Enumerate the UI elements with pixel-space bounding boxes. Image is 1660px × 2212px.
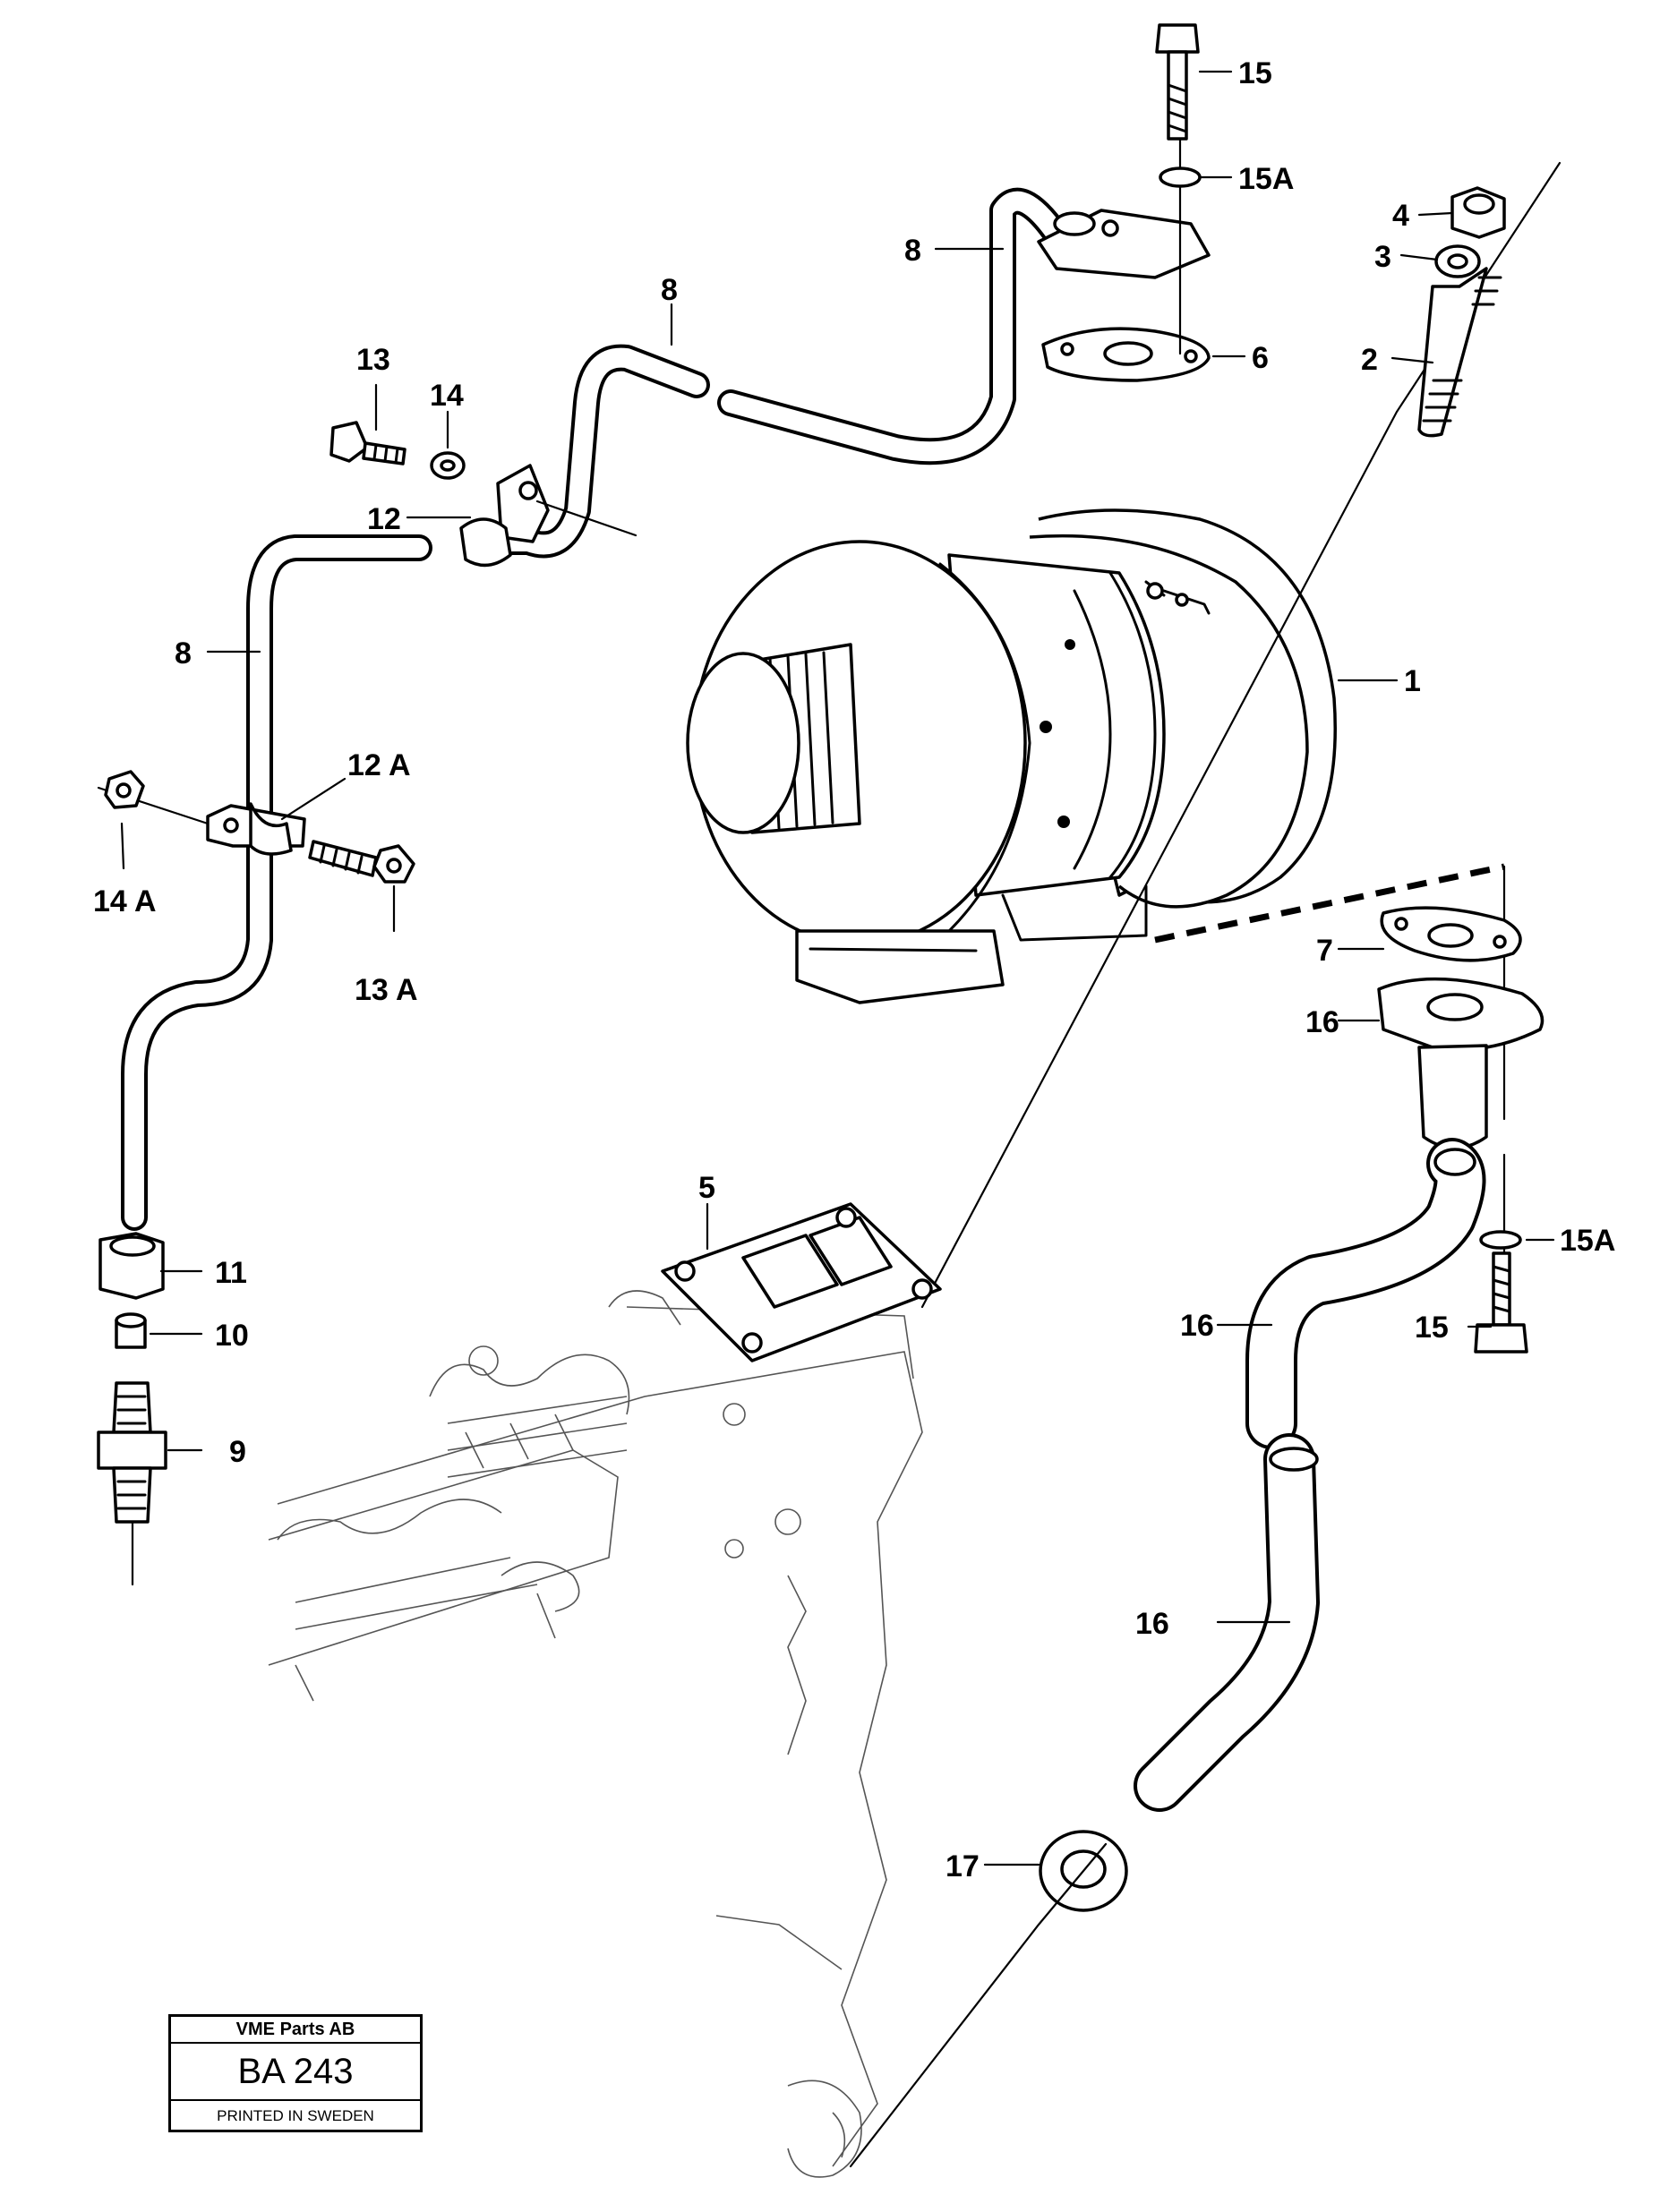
- nut-4: [1450, 186, 1506, 239]
- label-part-17: 17: [946, 1849, 980, 1883]
- oil-pipe-8: [121, 187, 1070, 1231]
- nut-11: [98, 1232, 165, 1300]
- leader-lines: [120, 70, 1555, 1866]
- seal-17: [849, 1830, 1128, 2168]
- washer-14: [430, 451, 466, 480]
- label-part-8-middle: 8: [661, 273, 678, 307]
- label-part-7: 7: [1316, 934, 1333, 968]
- label-part-13a: 13 A: [355, 973, 418, 1007]
- washer-3: [1434, 244, 1481, 278]
- stud-center-line: [920, 161, 1562, 1309]
- label-part-6: 6: [1252, 341, 1269, 375]
- bolt-13: [329, 421, 406, 465]
- gasket-6: [1041, 327, 1211, 382]
- label-part-15a-top: 15A: [1238, 162, 1294, 196]
- bolt-15-right: [1474, 1230, 1528, 1354]
- gasket-7: [1380, 906, 1522, 962]
- clip-12: [459, 464, 637, 568]
- union-9: [97, 1381, 167, 1586]
- label-part-9: 9: [229, 1435, 246, 1469]
- label-part-16-lower: 16: [1135, 1607, 1169, 1641]
- part-labels: 15 15A 4 3 2 6 8 8 13 14 12 8 12 A 14 A …: [93, 56, 1615, 1883]
- label-part-13: 13: [356, 343, 390, 377]
- label-part-2: 2: [1361, 343, 1378, 377]
- label-part-4: 4: [1392, 199, 1409, 233]
- label-part-16-middle: 16: [1180, 1309, 1214, 1343]
- pipe-flange: [1037, 209, 1211, 279]
- title-block-printed: PRINTED IN SWEDEN: [217, 2107, 374, 2124]
- return-pipe-16: [1134, 1138, 1486, 1812]
- dashed-reference-line: [1154, 863, 1505, 944]
- label-part-15a-right: 15A: [1560, 1224, 1615, 1258]
- label-part-12a: 12 A: [347, 748, 411, 782]
- label-part-1: 1: [1404, 664, 1421, 698]
- sleeve-10: [115, 1312, 147, 1349]
- label-part-12: 12: [367, 502, 401, 536]
- label-part-11: 11: [215, 1256, 247, 1290]
- label-part-14: 14: [430, 379, 464, 413]
- label-part-15-right: 15: [1415, 1311, 1449, 1345]
- bolt-15-top: [1155, 23, 1202, 355]
- pipe-flange-16: [1377, 977, 1544, 1150]
- title-block: VME Parts AB BA 243 PRINTED IN SWEDEN: [168, 2014, 423, 2132]
- title-block-code: BA 243: [171, 2044, 420, 2101]
- gasket-5: [661, 1202, 942, 1362]
- turbocharger: [686, 508, 1337, 1004]
- bolt-13a: [308, 840, 415, 884]
- label-part-15-top: 15: [1238, 56, 1272, 90]
- stud-2: [1417, 267, 1502, 438]
- label-part-3: 3: [1374, 240, 1391, 274]
- nut-14a: [104, 770, 145, 809]
- label-part-16-top: 16: [1305, 1005, 1339, 1039]
- label-part-5: 5: [698, 1171, 715, 1205]
- label-part-8-lower: 8: [175, 636, 192, 670]
- title-block-company: VME Parts AB: [171, 2017, 420, 2044]
- label-part-14a: 14 A: [93, 884, 157, 918]
- label-part-8-upper: 8: [904, 234, 921, 268]
- label-part-10: 10: [215, 1319, 249, 1353]
